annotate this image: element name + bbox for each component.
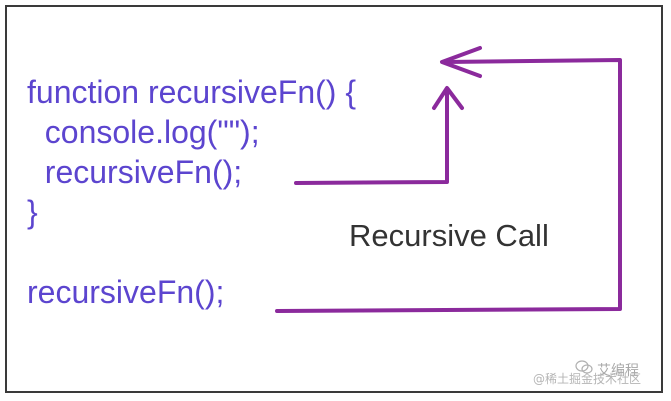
outer-arrowhead-icon bbox=[440, 46, 482, 78]
code-line-closing-brace: } bbox=[27, 194, 38, 230]
watermark-brand: 艾编程 bbox=[597, 363, 639, 379]
code-line-inner-call: recursiveFn(); bbox=[27, 154, 243, 190]
code-line-console-log: console.log(""); bbox=[27, 114, 260, 150]
code-line-function-declaration: function recursiveFn() { bbox=[27, 74, 357, 110]
outer-call-arrow bbox=[275, 58, 622, 313]
inner-arrowhead-icon bbox=[432, 86, 464, 110]
wechat-icon bbox=[575, 360, 593, 374]
watermark-source: @稀土掘金技术社区 bbox=[533, 372, 642, 386]
recursive-call-caption: Recursive Call bbox=[349, 218, 549, 253]
diagram-frame bbox=[5, 5, 663, 393]
inner-call-arrow bbox=[294, 90, 449, 185]
code-line-outer-call: recursiveFn(); bbox=[27, 274, 225, 310]
